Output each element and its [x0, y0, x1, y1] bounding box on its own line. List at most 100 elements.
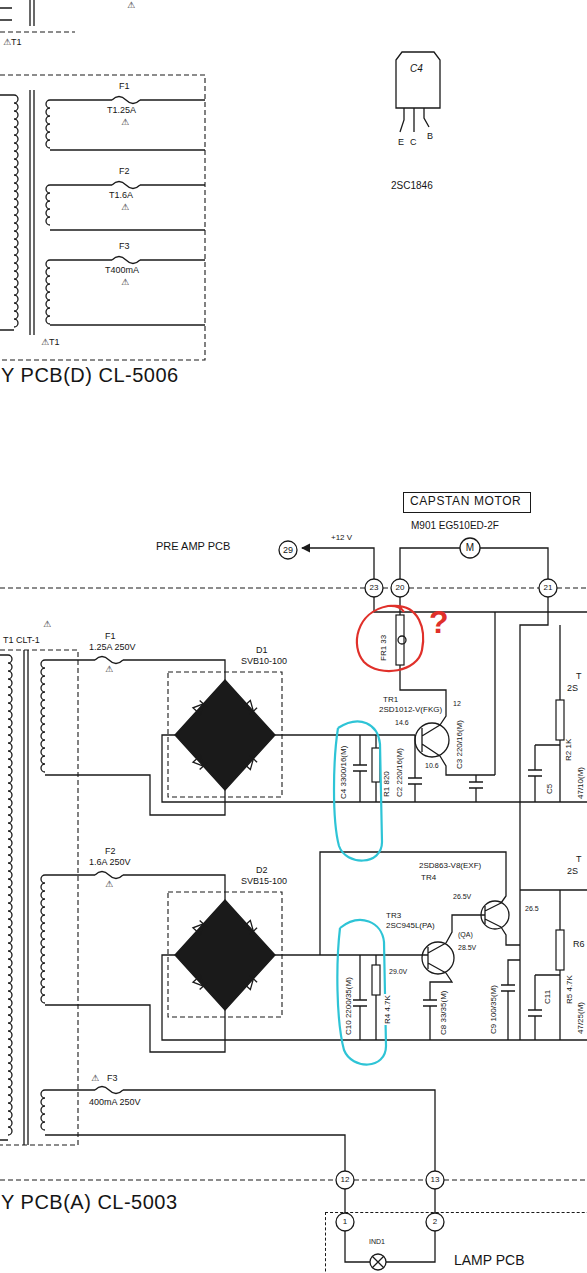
- wire: [112, 182, 140, 189]
- wire: [175, 900, 275, 1010]
- part-label: R6: [572, 940, 586, 949]
- resistor-symbol: [372, 748, 380, 782]
- dashed-outline: [0, 31, 75, 32]
- wire: [30, 0, 34, 26]
- part-label: 2SD1012-V(FKG): [378, 706, 443, 714]
- wire: [250, 928, 257, 935]
- terminal-number: 23: [369, 584, 380, 592]
- wire: [243, 759, 253, 770]
- dashed-outline: [0, 75, 205, 360]
- part-label: PRE AMP PCB: [155, 541, 231, 552]
- wire: [175, 680, 275, 790]
- wire: [374, 597, 587, 612]
- resistor-symbol: [556, 700, 564, 740]
- part-label: 26.5: [524, 905, 540, 912]
- part-label: R4 4.7K: [384, 994, 392, 1025]
- node-title: CAPSTAN MOTOR: [410, 495, 524, 508]
- part-label: 28.5V: [457, 944, 477, 951]
- pcb-boundary: [0, 32, 587, 1180]
- part-label: M901 EG510ED-2F: [410, 521, 500, 531]
- part-label: T400mA: [104, 266, 140, 275]
- terminal-number: 29: [282, 546, 294, 555]
- wire: [24, 650, 28, 1145]
- part-label: ⚠: [126, 1, 136, 10]
- wire: [45, 660, 225, 680]
- cyan-loop: [337, 920, 386, 1064]
- part-label: 2SC945L(PA): [385, 922, 436, 930]
- terminal-number: M: [465, 543, 475, 553]
- wire: [50, 99, 205, 100]
- part-label: FR1 33: [380, 634, 388, 662]
- wire: [50, 324, 205, 325]
- part-label: ⚠T1: [2, 38, 23, 47]
- resistor-symbol: [396, 615, 404, 665]
- wire: [50, 184, 205, 185]
- wire: [0, 95, 14, 330]
- wire: [440, 756, 495, 775]
- wire: [528, 975, 560, 1040]
- wire: [112, 257, 140, 264]
- terminal-circle: [415, 723, 449, 757]
- part-label: C2 220/16(M): [396, 747, 404, 798]
- wire: [243, 979, 253, 990]
- part-label: C4: [409, 64, 424, 74]
- wire: [520, 890, 587, 1040]
- node-title: LAMP PCB: [454, 1253, 587, 1268]
- terminal-number: 1: [342, 1218, 348, 1226]
- wire: [193, 924, 203, 935]
- part-label: 2S: [566, 867, 579, 876]
- terminal-circle: [336, 1171, 354, 1189]
- part-label: TR1: [382, 696, 399, 704]
- part-label: SVB10-100: [240, 657, 288, 666]
- part-label: ⚠T1: [40, 338, 61, 347]
- terminal-circle: [370, 1254, 386, 1270]
- wire: [200, 983, 207, 990]
- wire: [14, 95, 18, 327]
- part-label: T1 CLT-1: [2, 636, 41, 645]
- wire: [250, 708, 257, 715]
- wire: [400, 108, 429, 132]
- terminal-number: 12: [340, 1176, 351, 1184]
- wire: [193, 975, 203, 986]
- part-label: TR4: [420, 874, 437, 882]
- wire: [428, 943, 446, 973]
- terminal-circle: [391, 579, 409, 597]
- part-label: TR3: [385, 912, 402, 920]
- wire: [275, 734, 415, 735]
- part-label: 47/10(M): [577, 766, 585, 800]
- part-label: 1.25A 250V: [88, 643, 137, 652]
- wire: [0, 8, 12, 20]
- wire: [446, 915, 485, 943]
- lamp-pcb-box: LAMP PCB: [325, 1212, 587, 1273]
- wire: [353, 735, 367, 802]
- wire: [193, 755, 203, 766]
- wire: [30, 90, 34, 335]
- wire: [422, 725, 440, 756]
- part-label: (QA): [457, 931, 474, 938]
- part-label: C9 100/35(M): [490, 984, 498, 1035]
- terminal-circle: [481, 901, 509, 929]
- dashed-outline: [0, 587, 587, 588]
- terminal-number: 13: [430, 1176, 441, 1184]
- wire: [41, 875, 45, 1003]
- part-label: ⚠: [42, 620, 52, 629]
- part-label: 14.6: [394, 719, 410, 726]
- terminal-circle: [426, 1171, 444, 1189]
- wire: [200, 920, 207, 927]
- resistor-symbol: [372, 965, 380, 995]
- wire: [95, 1087, 123, 1094]
- part-label: C5: [546, 783, 554, 795]
- wire: [408, 735, 422, 802]
- part-label: ⚠: [90, 1074, 100, 1083]
- supply-arrow: [302, 548, 374, 579]
- part-label: C4 3300/16(M): [340, 745, 348, 800]
- wire: [345, 1231, 435, 1262]
- wire: [501, 960, 520, 1040]
- dashed-outline: [0, 650, 78, 1145]
- wire: [41, 1090, 45, 1130]
- part-label: ⚠: [120, 203, 130, 212]
- part-label: SVB15-100: [240, 877, 288, 886]
- part-label: 47/25(M): [577, 1001, 585, 1035]
- wire: [423, 973, 452, 1040]
